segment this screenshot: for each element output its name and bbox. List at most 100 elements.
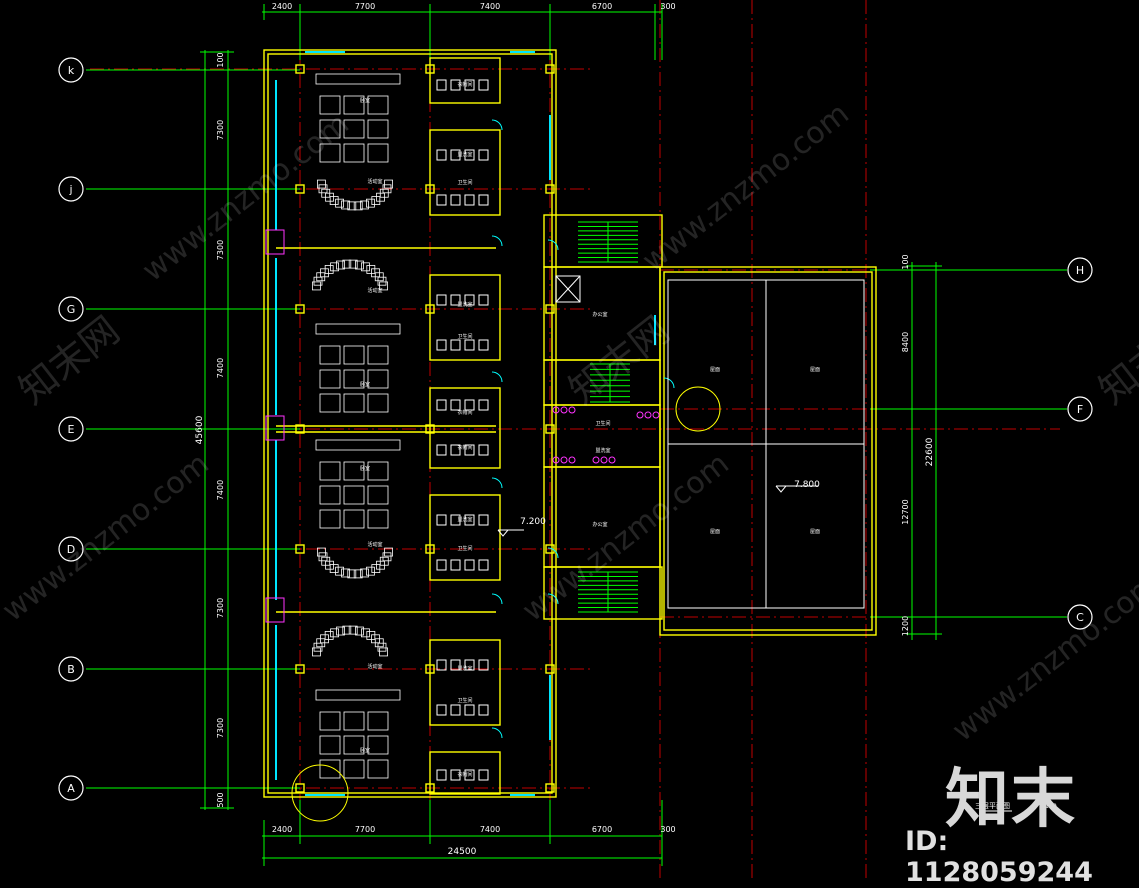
chair xyxy=(335,198,344,208)
chair xyxy=(376,560,385,570)
chair xyxy=(366,265,376,274)
chair xyxy=(371,634,380,644)
bed xyxy=(367,369,389,389)
chair xyxy=(353,201,363,211)
room-label: 卫生间 xyxy=(595,420,610,427)
room-label: 卫生间 xyxy=(457,333,472,340)
column xyxy=(295,184,305,194)
facade-niche xyxy=(265,415,285,441)
chair xyxy=(366,631,376,640)
room-label: 卫生间 xyxy=(457,179,472,186)
left-dimension: 7300 xyxy=(216,240,225,260)
chair xyxy=(335,566,344,576)
column xyxy=(545,424,555,434)
chair xyxy=(312,281,321,291)
washbasin xyxy=(652,411,660,419)
column xyxy=(425,304,435,314)
chair xyxy=(377,642,387,652)
toilet-fixture xyxy=(436,79,447,91)
toilet-fixture xyxy=(464,659,475,671)
chair xyxy=(366,566,375,576)
toilet-fixture xyxy=(464,399,475,411)
elevation-label: 7.800 xyxy=(794,480,820,490)
bed xyxy=(319,393,341,413)
bed xyxy=(319,509,341,529)
toilet-fixture xyxy=(464,149,475,161)
washbasin xyxy=(552,406,560,414)
washbasin xyxy=(608,456,616,464)
room-label: 衣帽间 xyxy=(457,409,472,416)
chair xyxy=(382,552,392,562)
toilet-fixture xyxy=(464,79,475,91)
chair xyxy=(360,568,369,578)
axis-bubble-A xyxy=(58,775,84,801)
toilet-fixture xyxy=(436,704,447,716)
bed xyxy=(367,393,389,413)
room-label: 盥洗室 xyxy=(457,516,472,523)
axis-bubble-E xyxy=(58,416,84,442)
toilet-fixture xyxy=(478,79,489,91)
chair xyxy=(321,556,331,566)
facade-niche xyxy=(265,229,285,255)
column xyxy=(425,424,435,434)
room-label: 衣帽间 xyxy=(457,771,472,778)
axis-label-A: A xyxy=(67,782,75,795)
toilet-fixture xyxy=(450,704,461,716)
washbasin xyxy=(560,406,568,414)
chair xyxy=(348,259,358,269)
bed xyxy=(319,461,341,481)
axis-label-D: D xyxy=(67,543,75,556)
toilet-fixture xyxy=(478,659,489,671)
room-label: 屋面 xyxy=(710,529,720,535)
column xyxy=(425,64,435,74)
room-label: 卧室 xyxy=(360,97,370,104)
left-dimension: 7400 xyxy=(216,480,225,500)
washbasin xyxy=(600,456,608,464)
bed xyxy=(319,711,341,731)
column xyxy=(545,64,555,74)
right-total-dimension: 22600 xyxy=(925,437,935,466)
chair xyxy=(347,569,357,579)
chair xyxy=(318,552,328,562)
facade-niche xyxy=(265,597,285,623)
chair xyxy=(366,198,375,208)
room-label: 办公室 xyxy=(592,521,607,528)
toilet-fixture xyxy=(464,444,475,456)
room-label: 卫生间 xyxy=(457,545,472,552)
door-swing xyxy=(491,593,503,605)
bed xyxy=(319,485,341,505)
toilet-fixture xyxy=(436,559,447,571)
chair xyxy=(353,569,363,579)
column xyxy=(425,664,435,674)
room-label: 盥洗室 xyxy=(457,665,472,672)
bed xyxy=(367,143,389,163)
axis-label-k: k xyxy=(68,64,75,77)
toilet-fixture xyxy=(464,339,475,351)
axis-bubble-k xyxy=(58,57,84,83)
bed xyxy=(319,143,341,163)
elevator-cross xyxy=(555,275,581,303)
room-label: 活动室 xyxy=(367,663,382,670)
axis-label-G: G xyxy=(67,303,76,316)
sanitary-fixtures xyxy=(265,79,660,781)
chair xyxy=(376,192,385,202)
chair xyxy=(312,647,321,657)
furniture xyxy=(312,73,401,779)
elevation-markers xyxy=(497,485,818,537)
toilet-fixture xyxy=(464,769,475,781)
toilet-fixture xyxy=(464,294,475,306)
bottom-dimension: 300 xyxy=(660,825,675,834)
door-swing xyxy=(491,371,503,383)
washbasin xyxy=(568,456,576,464)
chair xyxy=(382,184,392,194)
room-label: 盥洗室 xyxy=(457,301,472,308)
washbasin xyxy=(560,456,568,464)
bed-row xyxy=(315,73,401,85)
left-dimension: 100 xyxy=(216,52,225,67)
bed xyxy=(319,759,341,779)
chair xyxy=(371,196,381,205)
chair xyxy=(329,564,339,573)
axis-label-E: E xyxy=(68,423,75,436)
left-total-dimension: 45600 xyxy=(195,415,205,444)
